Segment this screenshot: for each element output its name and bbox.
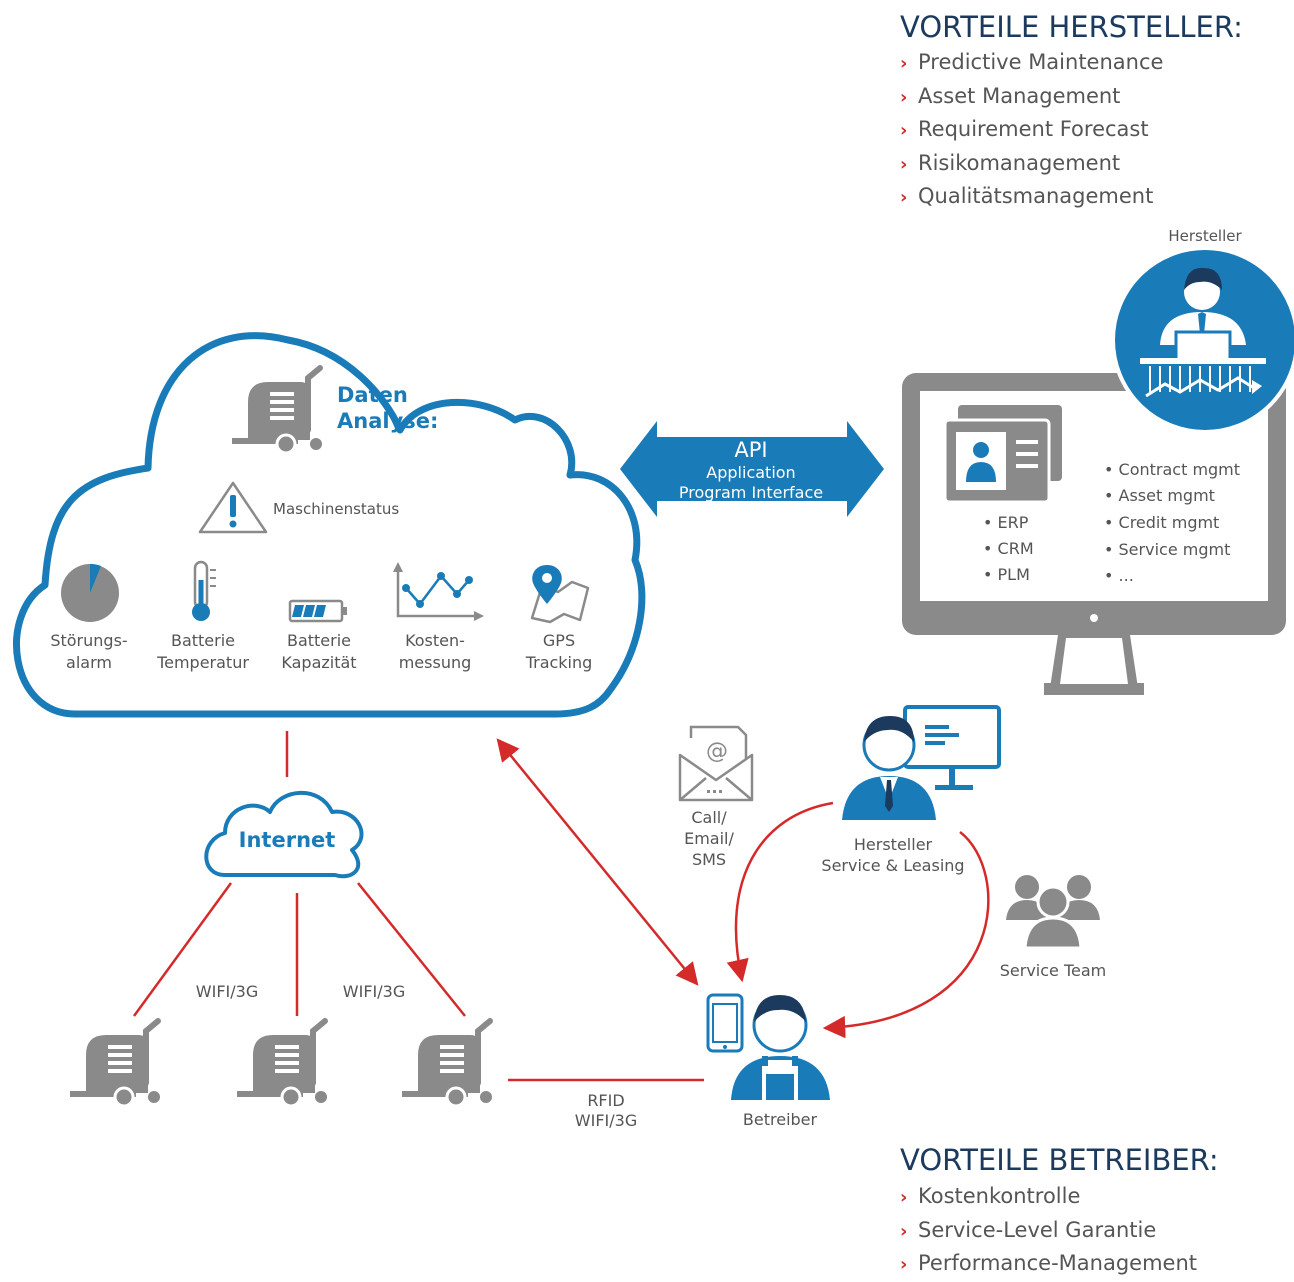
indicator-label: Tracking: [525, 653, 593, 672]
contact-label: Call/: [691, 808, 727, 827]
id-card-icon: [943, 405, 1062, 504]
system-item: • ...: [1104, 566, 1134, 585]
system-item: • Credit mgmt: [1104, 513, 1219, 532]
chevron-right-icon: ›: [900, 1254, 908, 1275]
list-item: ›Requirement Forecast: [900, 113, 1163, 147]
list-item: ›Service-Level Garantie: [900, 1214, 1197, 1248]
serviceteam-betreiber-arrow: [822, 831, 990, 1039]
hersteller-label: Hersteller: [1168, 227, 1242, 245]
chevron-right-icon: ›: [900, 120, 908, 141]
contact-label: SMS: [692, 850, 726, 869]
scrubber-machine-icon: [402, 1021, 492, 1106]
team-icon: [1006, 875, 1100, 950]
line-graph-icon: [393, 562, 484, 621]
internet-machine-connector: [132, 882, 233, 1017]
scrubber-machine-icon: [70, 1021, 160, 1106]
indicator-label: Kapazität: [281, 653, 356, 672]
hersteller-avatar-icon: [1111, 246, 1294, 434]
indicator-label: Störungs-: [50, 631, 127, 650]
chevron-right-icon: ›: [900, 86, 908, 108]
chevron-right-icon: ›: [900, 153, 908, 175]
indicator-label: Batterie: [287, 631, 351, 650]
scrubber-machine-icon: [237, 1021, 327, 1106]
wifi-label: WIFI/3G: [196, 982, 258, 1001]
betreiber-worker-icon: [731, 995, 830, 1100]
internet-label: Internet: [239, 828, 336, 852]
betreiber-benefits-title: VORTEILE BETREIBER:: [900, 1143, 1219, 1177]
cloud-title-line2: Analyse:: [337, 409, 438, 433]
hersteller-benefits-title: VORTEILE HERSTELLER:: [900, 10, 1243, 44]
api-title: API: [734, 438, 767, 462]
indicator-label: messung: [399, 653, 472, 672]
indicator-label: Kosten-: [405, 631, 465, 650]
service-agent-icon: [842, 705, 1001, 820]
list-item: ›Kostenkontrolle: [900, 1180, 1197, 1214]
indicator-label: Temperatur: [156, 653, 249, 672]
cloud-title-line1: Daten: [337, 383, 408, 407]
rfid-label: RFID: [587, 1091, 624, 1110]
indicator-label: GPS: [543, 631, 575, 650]
chevron-right-icon: ›: [900, 187, 908, 208]
indicator-label: Batterie: [171, 631, 235, 650]
service-betreiber-arrow: [726, 801, 834, 983]
cloud-betreiber-arrow: [496, 738, 699, 986]
chevron-right-icon: ›: [900, 53, 908, 74]
list-item: ›Predictive Maintenance: [900, 46, 1163, 80]
smartphone-icon: [706, 993, 744, 1053]
battery-icon: [288, 599, 347, 623]
list-item: ›Qualitätsmanagement: [900, 180, 1163, 214]
service-team-label: Service Team: [1000, 961, 1107, 980]
api-arrow: [620, 421, 884, 517]
system-item: • PLM: [983, 565, 1030, 584]
wifi-label: WIFI/3G: [343, 982, 405, 1001]
system-item: • Asset mgmt: [1104, 486, 1215, 505]
indicator-label: alarm: [66, 653, 112, 672]
internet-cloud: [204, 790, 364, 879]
rfid-label: WIFI/3G: [575, 1111, 637, 1130]
pie-chart-icon: [61, 563, 119, 622]
service-leasing-label: Hersteller: [854, 835, 933, 854]
thermometer-icon: [192, 560, 216, 621]
warning-icon: [198, 481, 268, 534]
machine-status-label: Maschinenstatus: [273, 500, 399, 518]
chevron-right-icon: ›: [900, 1220, 908, 1242]
api-line2: Program Interface: [679, 483, 823, 502]
chevron-right-icon: ›: [900, 1187, 908, 1208]
list-item: ›Asset Management: [900, 80, 1163, 114]
system-item: • Service mgmt: [1104, 540, 1230, 559]
map-pin-icon: [530, 565, 590, 624]
data-cloud: [13, 332, 646, 718]
svg-text:@: @: [706, 739, 728, 764]
system-item: • Contract mgmt: [1104, 460, 1240, 479]
api-line1: Application: [706, 463, 795, 482]
system-item: • ERP: [983, 513, 1029, 532]
internet-machine-connector: [357, 882, 466, 1017]
betreiber-label: Betreiber: [743, 1110, 818, 1129]
list-item: ›Performance-Management: [900, 1247, 1197, 1281]
list-item: ›Risikomanagement: [900, 147, 1163, 181]
hersteller-benefits-list: ›Predictive Maintenance ›Asset Managemen…: [900, 46, 1163, 214]
service-leasing-label: Service & Leasing: [821, 856, 964, 875]
system-item: • CRM: [983, 539, 1034, 558]
envelope-icon: @: [678, 725, 754, 802]
betreiber-benefits-list: ›Kostenkontrolle ›Service-Level Garantie…: [900, 1180, 1197, 1281]
contact-label: Email/: [684, 829, 734, 848]
